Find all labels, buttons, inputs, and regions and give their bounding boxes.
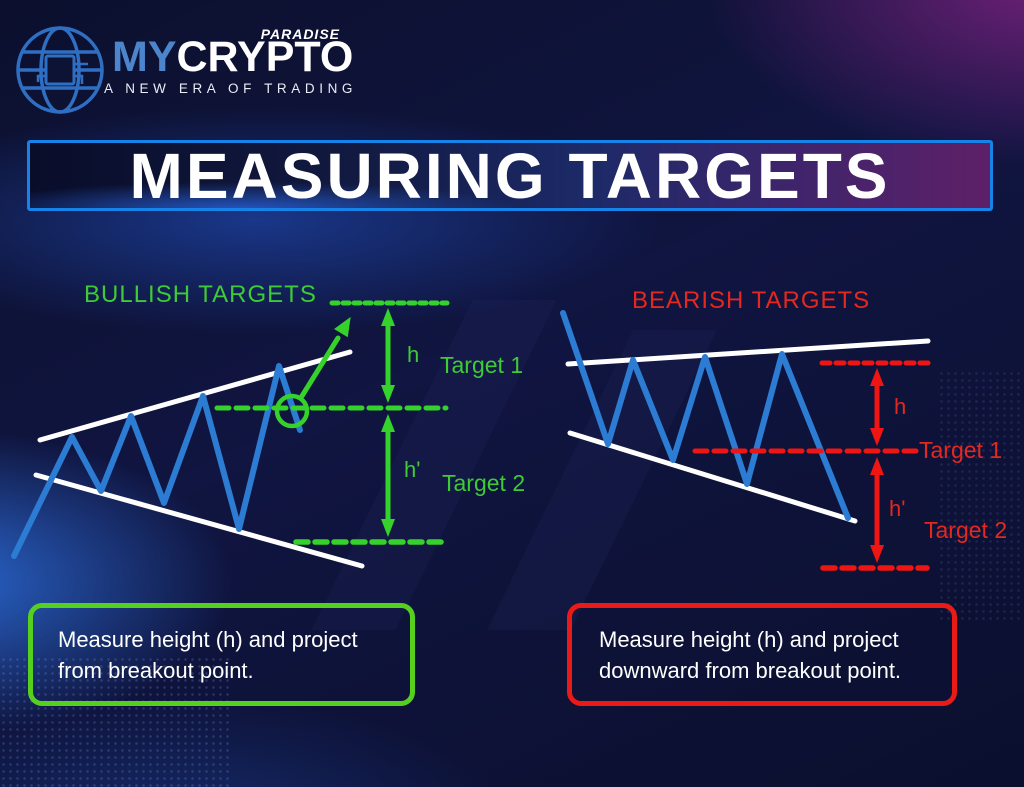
bullish-target1-label: Target 1 bbox=[440, 352, 524, 378]
bullish-breakout-arrowhead bbox=[334, 316, 351, 338]
bearish-price-zigzag bbox=[560, 310, 851, 521]
logo-wordmark-crypto: CRYPTO bbox=[176, 33, 354, 81]
bullish-h-prime-label: h' bbox=[404, 457, 421, 482]
bearish-note-text: Measure height (h) and project downward … bbox=[599, 626, 902, 683]
h-arrow-bottom-head bbox=[381, 385, 395, 403]
background-dot-texture bbox=[0, 656, 232, 787]
h-prime-arrow-top-head bbox=[381, 414, 395, 432]
logo-tagline: A NEW ERA OF TRADING bbox=[104, 81, 358, 96]
bullish-breakout-arrow bbox=[299, 335, 341, 399]
h-prime-arrow-top-head bbox=[870, 457, 884, 475]
bearish-note-box: Measure height (h) and project downward … bbox=[567, 603, 957, 706]
bearish-target1-label: Target 1 bbox=[919, 437, 1003, 463]
h-prime-arrow-bottom-head bbox=[381, 519, 395, 537]
logo-wordmark: MYCRYPTO bbox=[112, 36, 353, 79]
background-dot-texture bbox=[938, 370, 1024, 620]
bearish-target2-label: Target 2 bbox=[924, 517, 1008, 543]
logo-wordmark-my: MY bbox=[112, 33, 177, 81]
h-arrow-top-head bbox=[870, 368, 884, 386]
h-arrow-top-head bbox=[381, 308, 395, 326]
bullish-price-zigzag bbox=[11, 363, 303, 559]
bullish-note-box: Measure height (h) and project from brea… bbox=[28, 603, 415, 706]
bullish-note-text: Measure height (h) and project from brea… bbox=[58, 626, 358, 683]
bearish-diagram bbox=[560, 310, 932, 571]
bullish-target2-label: Target 2 bbox=[442, 470, 526, 496]
bullish-section-heading: BULLISH TARGETS bbox=[84, 281, 317, 308]
bearish-h-prime-label: h' bbox=[889, 496, 906, 521]
breakout-point-circle bbox=[274, 393, 310, 429]
page-title: MEASURING TARGETS bbox=[129, 139, 891, 212]
title-banner: MEASURING TARGETS bbox=[27, 140, 993, 211]
bullish-lower-trendline bbox=[33, 472, 365, 569]
h-prime-arrow-bottom-head bbox=[870, 545, 884, 563]
bearish-h-label: h bbox=[894, 394, 907, 419]
logo-paradise-text: PARADISE bbox=[260, 26, 340, 42]
bearish-lower-trendline bbox=[567, 430, 858, 524]
h-arrow-bottom-head bbox=[870, 428, 884, 446]
bearish-section-heading: BEARISH TARGETS bbox=[632, 287, 871, 314]
bullish-diagram bbox=[11, 300, 450, 569]
bullish-h-label: h bbox=[407, 342, 420, 367]
bullish-upper-trendline bbox=[37, 349, 353, 443]
bearish-upper-trendline bbox=[565, 338, 931, 367]
globe-circuit-icon bbox=[16, 26, 104, 114]
